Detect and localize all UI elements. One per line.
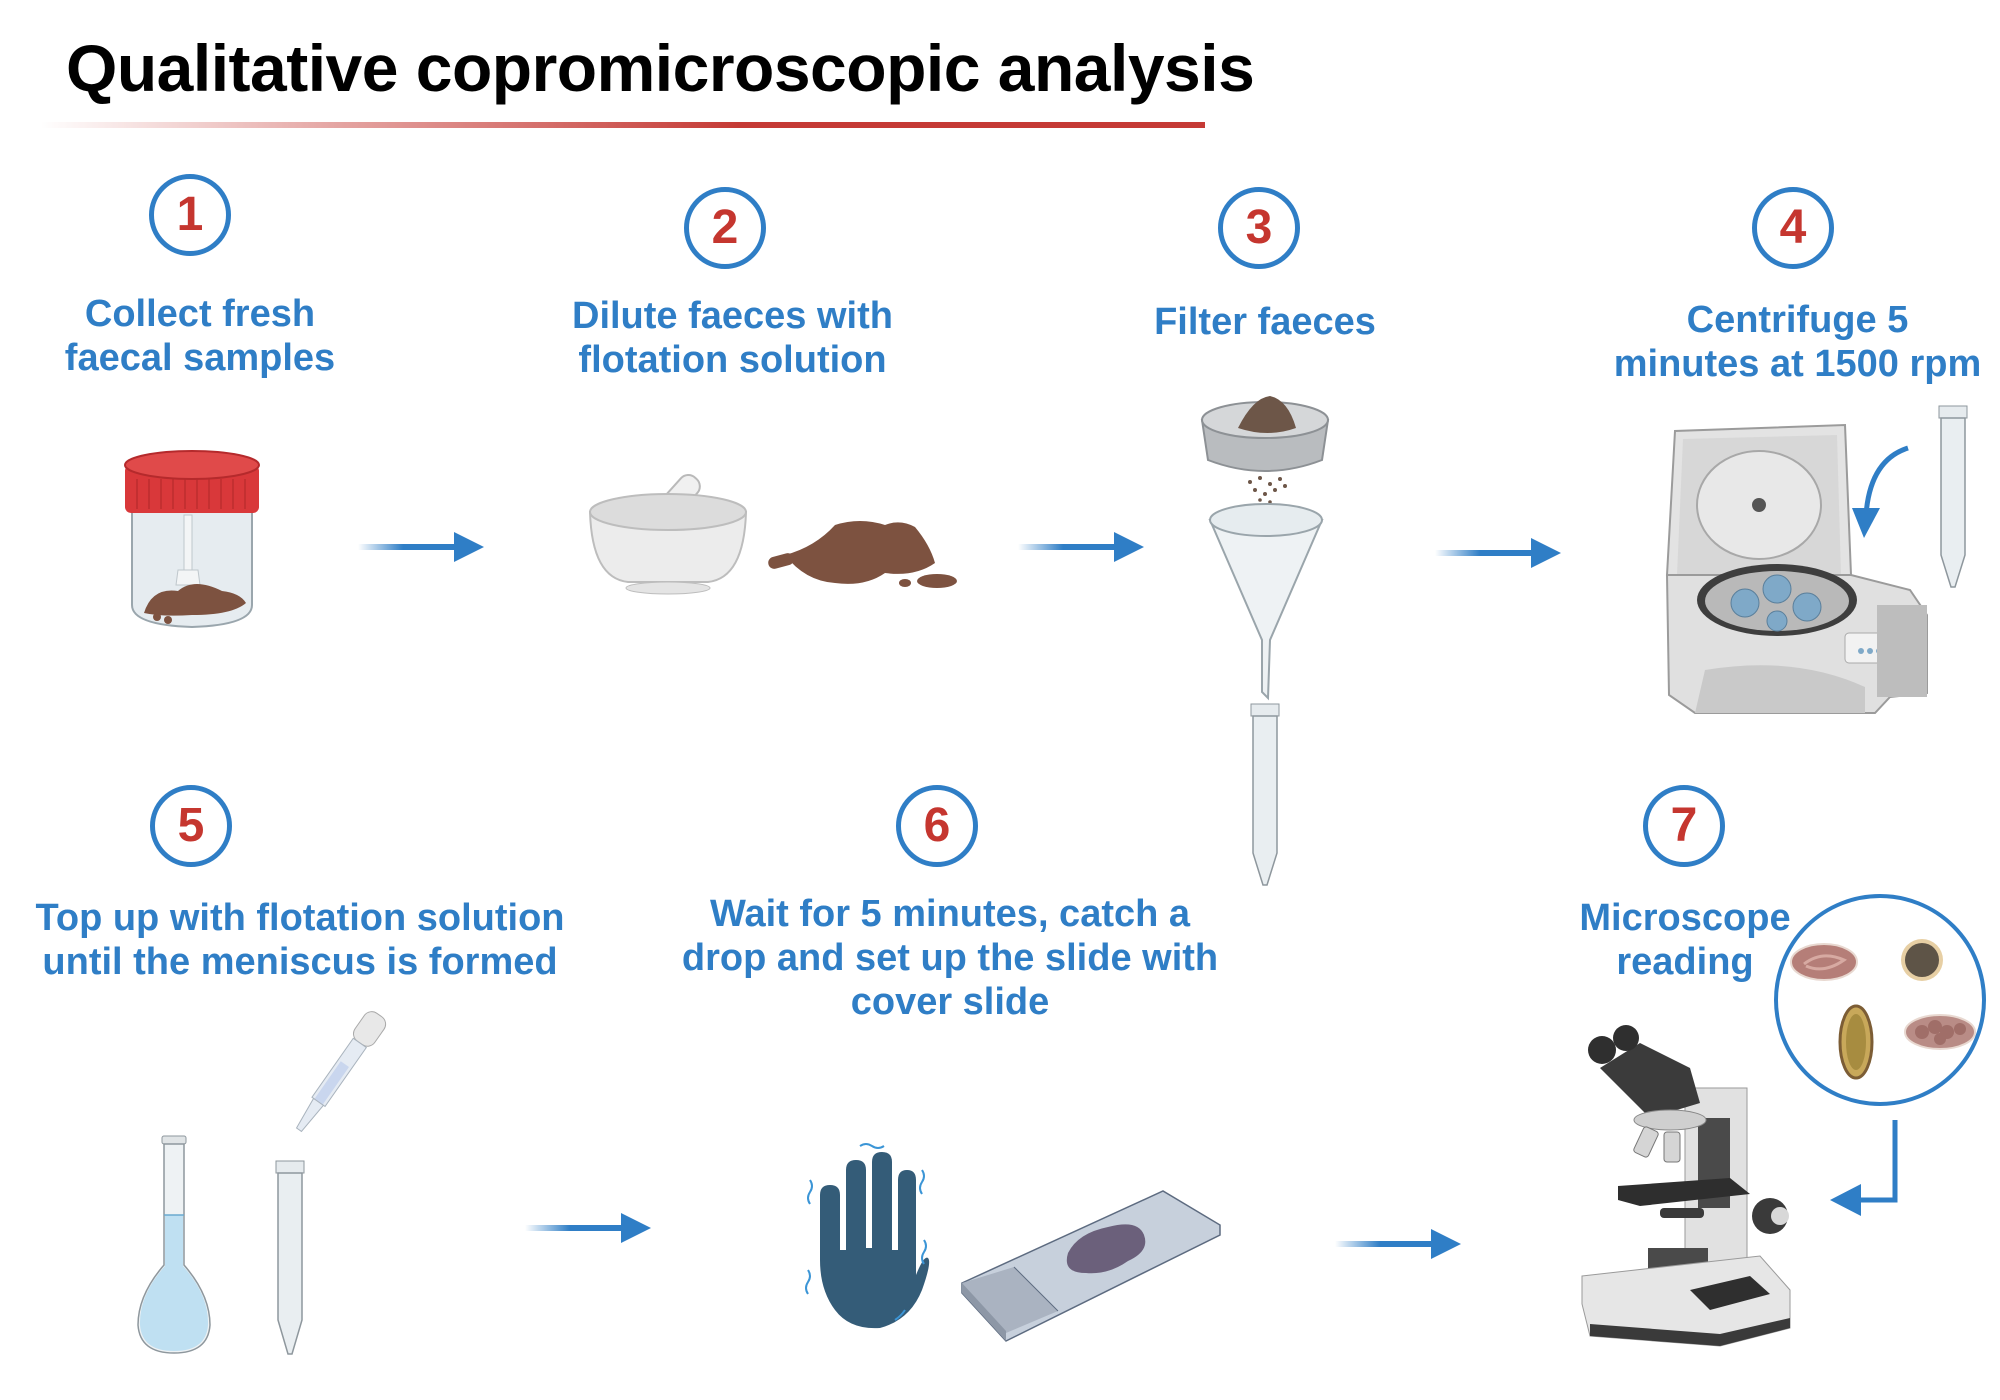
- step-5-label: Top up with flotation solution until the…: [35, 897, 565, 983]
- curved-arrow-icon: [1852, 445, 1909, 538]
- sieve-icon: [1200, 396, 1330, 504]
- title-underline: [40, 122, 1205, 128]
- step-7-label: Microscope reading: [1579, 897, 1791, 983]
- pipette-icon: [295, 1011, 387, 1133]
- volumetric-flask-icon: [137, 1135, 211, 1354]
- step-1-label: Collect fresh faecal samples: [64, 293, 336, 379]
- mortar-pestle-icon: [588, 474, 748, 595]
- step-3-badge: 3: [1218, 187, 1300, 269]
- step-6-number: 6: [923, 799, 951, 852]
- flow-arrow-2-3: [1018, 532, 1144, 562]
- flow-arrow-3-4: [1435, 538, 1561, 568]
- elbow-arrow-icon: [1830, 1120, 1898, 1216]
- step-7-number: 7: [1670, 799, 1698, 852]
- step-4-label: Centrifuge 5 minutes at 1500 rpm: [1613, 299, 1982, 385]
- step-2-badge: 2: [684, 187, 766, 269]
- conical-tube-icon: [1250, 703, 1280, 886]
- step-6-badge: 6: [896, 785, 978, 867]
- specimen-jar-icon: [124, 450, 260, 629]
- step-5-number: 5: [177, 799, 205, 852]
- step-6-label: Wait for 5 minutes, catch a drop and set…: [681, 893, 1219, 1023]
- step-2-label: Dilute faeces with flotation solution: [572, 295, 893, 381]
- centrifuge-icon: [1665, 423, 1928, 714]
- faeces-puddle-icon: [768, 521, 957, 588]
- step-7-badge: 7: [1643, 785, 1725, 867]
- funnel-icon: [1208, 503, 1324, 701]
- step-1-badge: 1: [149, 174, 231, 256]
- parasite-eggs-magnifier-icon: [1774, 894, 1986, 1106]
- step-1-number: 1: [176, 188, 204, 241]
- step-4-badge: 4: [1752, 187, 1834, 269]
- step-3-label: Filter faeces: [1154, 301, 1376, 343]
- flow-arrow-6-7: [1335, 1229, 1461, 1259]
- microscope-slide-icon: [961, 1190, 1221, 1342]
- conical-tube-icon: [1938, 405, 1968, 588]
- flow-arrow-5-6: [525, 1213, 651, 1243]
- step-4-number: 4: [1779, 201, 1807, 254]
- wait-hand-icon: [805, 1143, 930, 1329]
- microscope-icon: [1581, 1025, 1791, 1347]
- step-3-number: 3: [1245, 201, 1273, 254]
- page-title: Qualitative copromicroscopic analysis: [66, 31, 1255, 105]
- step-5-badge: 5: [150, 785, 232, 867]
- flow-arrow-1-2: [358, 532, 484, 562]
- step-2-number: 2: [711, 201, 739, 254]
- conical-tube-icon: [275, 1160, 305, 1355]
